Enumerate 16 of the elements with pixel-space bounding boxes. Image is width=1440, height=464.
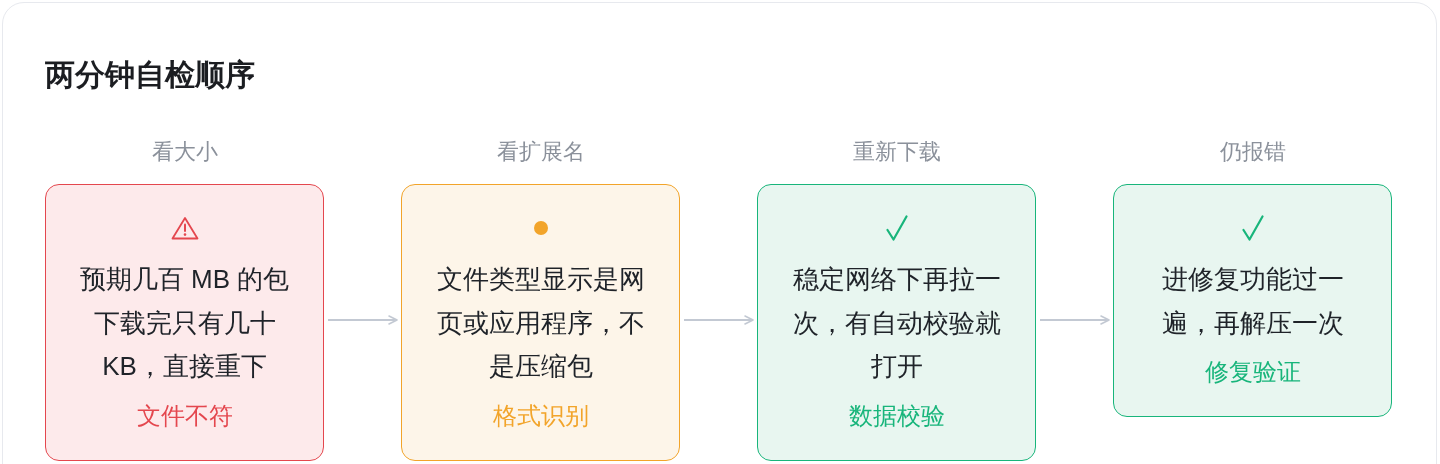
category-label: 文件不符 [136,401,233,431]
arrow [1039,315,1110,325]
step-description: 进修复功能过一遍，再解压一次 [1160,263,1345,340]
step-heading: 看扩展名 [496,138,585,166]
step-heading: 重新下载 [852,138,941,166]
category-label: 数据校验 [848,401,945,431]
step-description: 稳定网络下再拉一次，有自动校验就打开 [791,263,1002,383]
diagram-title: 两分钟自检顺序 [45,57,255,93]
arrow [327,315,398,325]
step-description: 文件类型显示是网页或应用程序，不是压缩包 [435,263,646,383]
arrow [683,315,754,325]
step-description: 预期几百 MB 的包下载完只有几十 KB，直接重下 [79,263,290,383]
category-label: 修复验证 [1204,358,1301,387]
category-label: 格式识别 [492,401,589,431]
step-heading: 看大小 [151,138,218,166]
step-heading: 仍报错 [1219,138,1286,166]
